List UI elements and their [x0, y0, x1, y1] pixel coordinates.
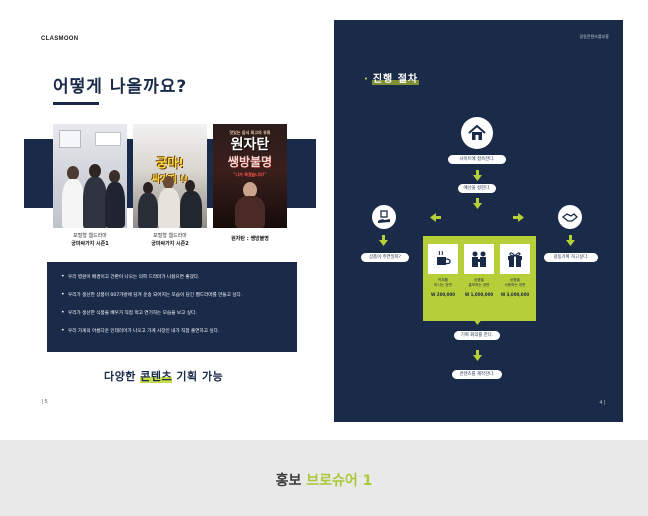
- step-plan-meeting: 기획 회의를 한다.: [454, 331, 500, 340]
- arrow-down-icon: [473, 170, 482, 181]
- list-item: 우리가 생산한 식품을 배우가 직접 먹고 연기하는 모습을 보고 싶다.: [61, 309, 283, 328]
- poster3-top-text: 맛있는 음식 최고의 유튜: [229, 130, 271, 135]
- bottom-title: 다양한 콘텐츠 기획 가능: [104, 370, 224, 383]
- step-visit: 사이트에 접속한다.: [448, 155, 506, 164]
- arrow-down-icon: [379, 235, 388, 246]
- poster-season2: 궁마! 싸가지 !!: [133, 124, 207, 228]
- step-budget: 예산을 정한다.: [458, 184, 496, 193]
- footer-title: 홍보 브로슈어 1: [275, 473, 373, 489]
- poster2-caption: 포털형 웹드라마 궁마싸가지 시즌2: [151, 233, 189, 247]
- arrow-right-icon: [513, 213, 524, 222]
- step-gwangdong-plan: 광동기획 하고싶다.: [544, 253, 598, 262]
- arrow-down-icon: [566, 235, 575, 246]
- poster3-title: 원자탄: [230, 137, 270, 153]
- poster3-subtitle: 쌩방불명: [227, 155, 273, 169]
- list-item: 우리가 생산한 상품이 007가방에 담겨 운송 되어지는 모습이 담긴 웹드라…: [61, 291, 283, 310]
- right-header: 광동콘텐츠를부흥: [579, 34, 609, 39]
- poster-season1: [53, 124, 127, 228]
- step-produce: 콘텐츠를 제작한다.: [452, 370, 502, 379]
- left-page: CLASMOON 어떻게 나올까요? 궁마! 싸가지 !! 맛있는 음식 최고의…: [0, 0, 320, 440]
- list-item: 우리 가게의 아름다운 인테리어가 나오고 가게 사장인 내가 직접 출연하고 …: [61, 327, 283, 346]
- title-underline: [53, 102, 99, 105]
- arrow-down-icon: [473, 198, 482, 209]
- page-number-right: 4 |: [599, 400, 605, 406]
- poster3-caption: 원자탄 : 쌩방불명: [231, 236, 269, 242]
- brand-logo: CLASMOON: [41, 36, 79, 42]
- house-icon: [461, 117, 493, 149]
- step-product-lead: 상품이 주연일까?: [361, 253, 409, 262]
- arrow-down-icon: [473, 350, 482, 361]
- page-number-left: | 5: [42, 399, 48, 405]
- list-item: 우리 병원이 배경이고 간판이 나오는 의학 드라마가 나왔으면 좋겠다.: [61, 273, 283, 292]
- handshake-icon: [558, 205, 582, 229]
- arrow-left-icon: [430, 213, 441, 222]
- right-page: 광동콘텐츠를부흥 ·진행 절차 사이트에 접속한다. 예산을 정한다. 상품이 …: [334, 20, 623, 422]
- hand-gift-icon: [372, 205, 396, 229]
- people-icon: [464, 244, 494, 274]
- price-label: W 200,000: [430, 292, 456, 298]
- poster1-caption: 포털형 웹드라마 궁마싸가지 시즌1: [71, 233, 109, 247]
- price-label: W 1,000,000: [464, 292, 494, 298]
- arrow-down-icon: [473, 314, 482, 325]
- coffee-icon: [428, 244, 458, 274]
- process-title: ·진행 절차: [364, 74, 420, 85]
- gift-icon: [500, 244, 530, 274]
- price-label: W 3,000,000: [500, 292, 530, 298]
- poster3-quote: "나가 죽겠슴니다!": [233, 172, 267, 177]
- poster-wonjatan: 맛있는 음식 최고의 유튜 원자탄 쌩방불명 "나가 죽겠슴니다!": [213, 124, 287, 228]
- page-title: 어떻게 나올까요?: [53, 77, 188, 97]
- footer: 홍보 브로슈어 1: [0, 440, 648, 516]
- example-list: 우리 병원이 배경이고 간판이 나오는 의학 드라마가 나왔으면 좋겠다. 우리…: [47, 262, 297, 352]
